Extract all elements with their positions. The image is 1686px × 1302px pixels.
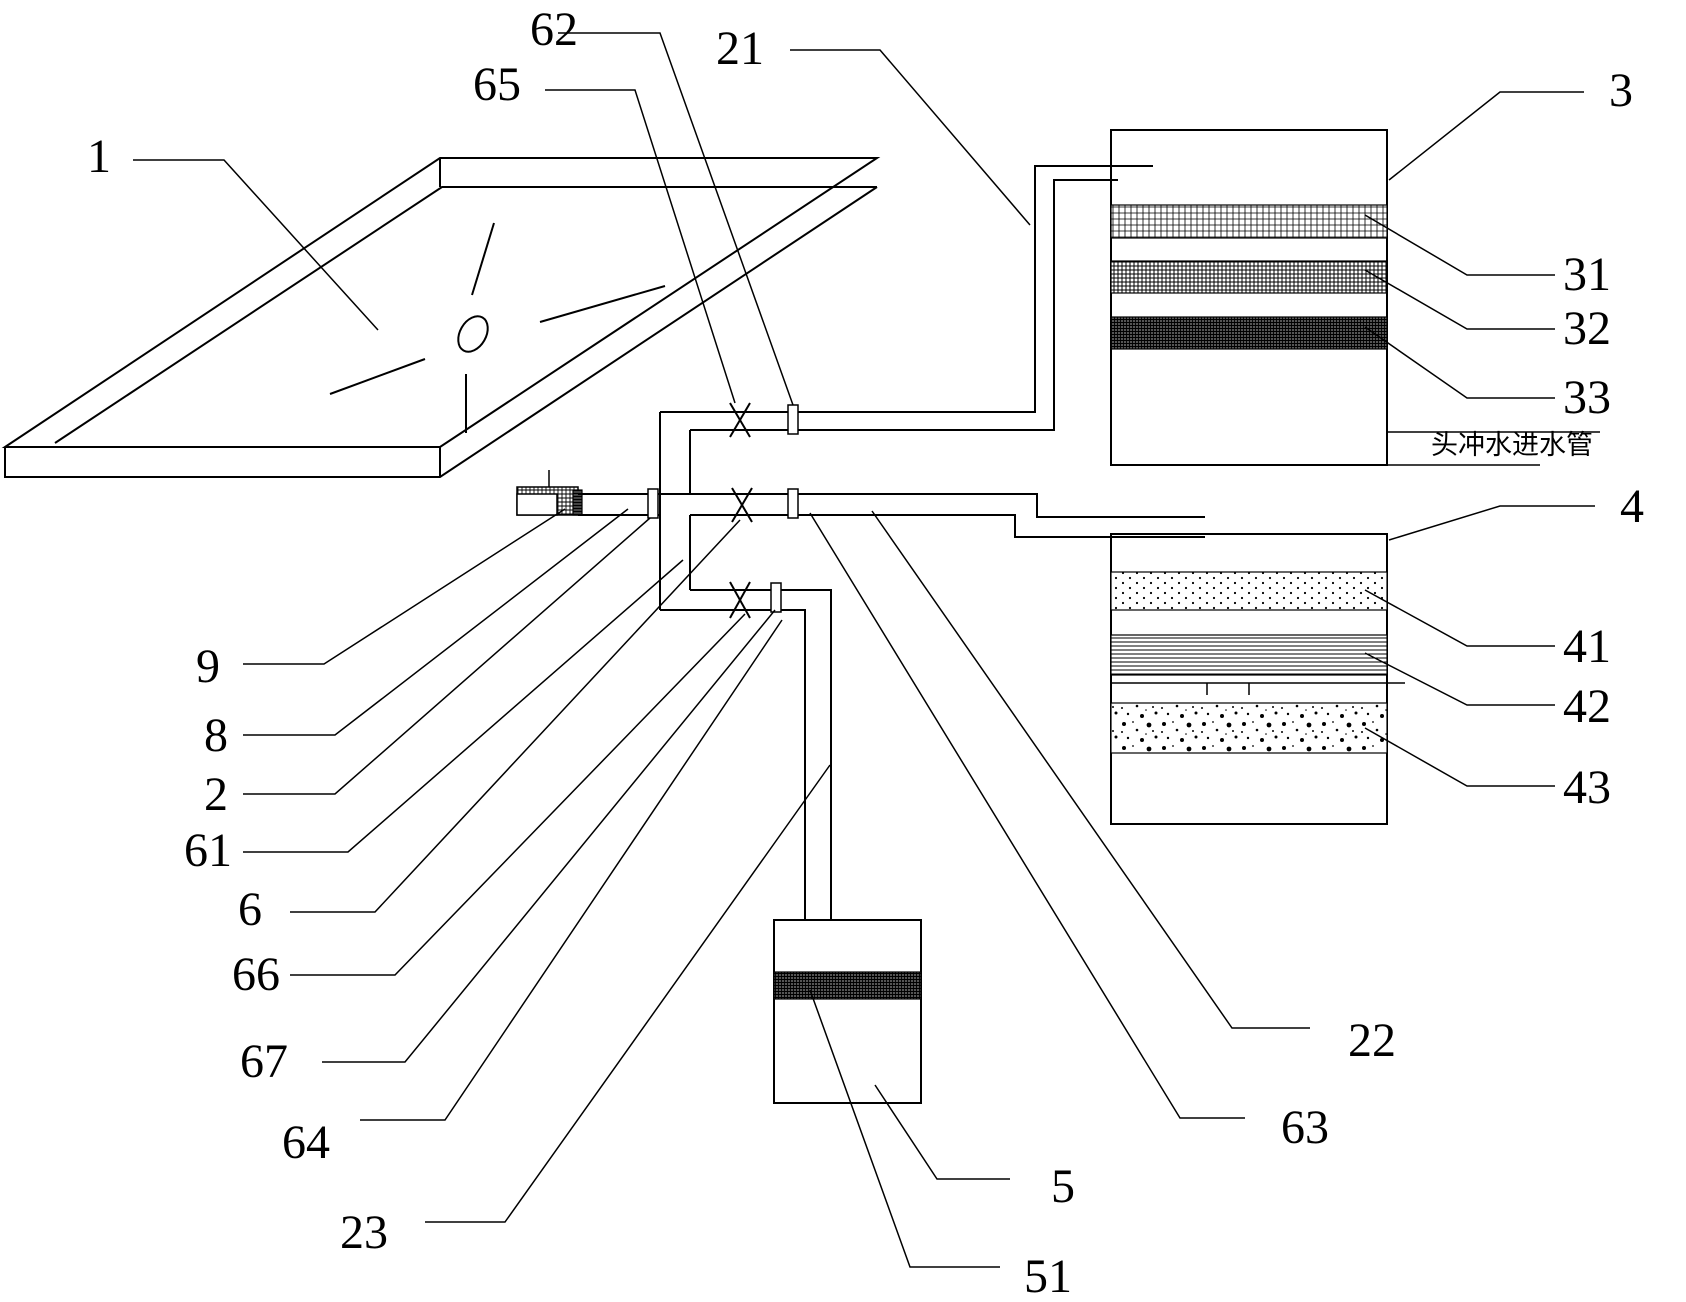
- first-flush-inlet-label: 头冲水进水管: [1431, 430, 1593, 461]
- label-23: 23: [340, 1206, 388, 1259]
- number-labels: 1 62 21 65 3 31 32 33 4 41 42 43 9 8 2 6…: [87, 3, 1644, 1302]
- filter-layer-41: [1110, 571, 1388, 611]
- label-33: 33: [1563, 371, 1611, 424]
- label-66: 66: [232, 948, 280, 1001]
- filter-layer-33: [1110, 316, 1388, 350]
- coupling-61: [647, 488, 659, 519]
- label-67: 67: [240, 1035, 288, 1088]
- valve-67: [729, 581, 751, 619]
- component-9: [572, 489, 583, 516]
- label-64: 64: [282, 1116, 330, 1169]
- label-31: 31: [1563, 248, 1611, 301]
- label-42: 42: [1563, 680, 1611, 733]
- label-62: 62: [530, 3, 578, 56]
- filter-layer-43: [1110, 702, 1388, 754]
- valve-65: [729, 402, 751, 438]
- label-43: 43: [1563, 761, 1611, 814]
- label-3: 3: [1609, 64, 1633, 117]
- label-63: 63: [1281, 1101, 1329, 1154]
- component-9-body: [516, 493, 558, 516]
- coupling-64: [770, 582, 782, 613]
- label-2: 2: [204, 768, 228, 821]
- label-32: 32: [1563, 302, 1611, 355]
- label-8: 8: [204, 709, 228, 762]
- label-22: 22: [1348, 1014, 1396, 1067]
- label-4: 4: [1620, 480, 1644, 533]
- label-6: 6: [238, 883, 262, 936]
- filter-layer-32: [1110, 260, 1388, 294]
- label-65: 65: [473, 58, 521, 111]
- filter-layer-31: [1110, 204, 1388, 239]
- valve-66: [731, 487, 753, 523]
- filter-layer-42: [1110, 634, 1388, 676]
- label-5: 5: [1051, 1160, 1075, 1213]
- leader-lines: [133, 32, 1595, 1268]
- label-1: 1: [87, 130, 111, 183]
- label-9: 9: [196, 640, 220, 693]
- coupling-62: [787, 404, 799, 435]
- label-21: 21: [716, 22, 764, 75]
- tank-4: [1110, 533, 1405, 825]
- sun-icon: [329, 222, 666, 433]
- tank-3: [1110, 129, 1600, 466]
- label-41: 41: [1563, 620, 1611, 673]
- roof-panel: [1, 157, 881, 478]
- tank-5: [773, 919, 922, 1104]
- coupling-63: [787, 488, 799, 519]
- label-61: 61: [184, 824, 232, 877]
- label-51: 51: [1024, 1250, 1072, 1302]
- filter-layer-51: [773, 971, 922, 1000]
